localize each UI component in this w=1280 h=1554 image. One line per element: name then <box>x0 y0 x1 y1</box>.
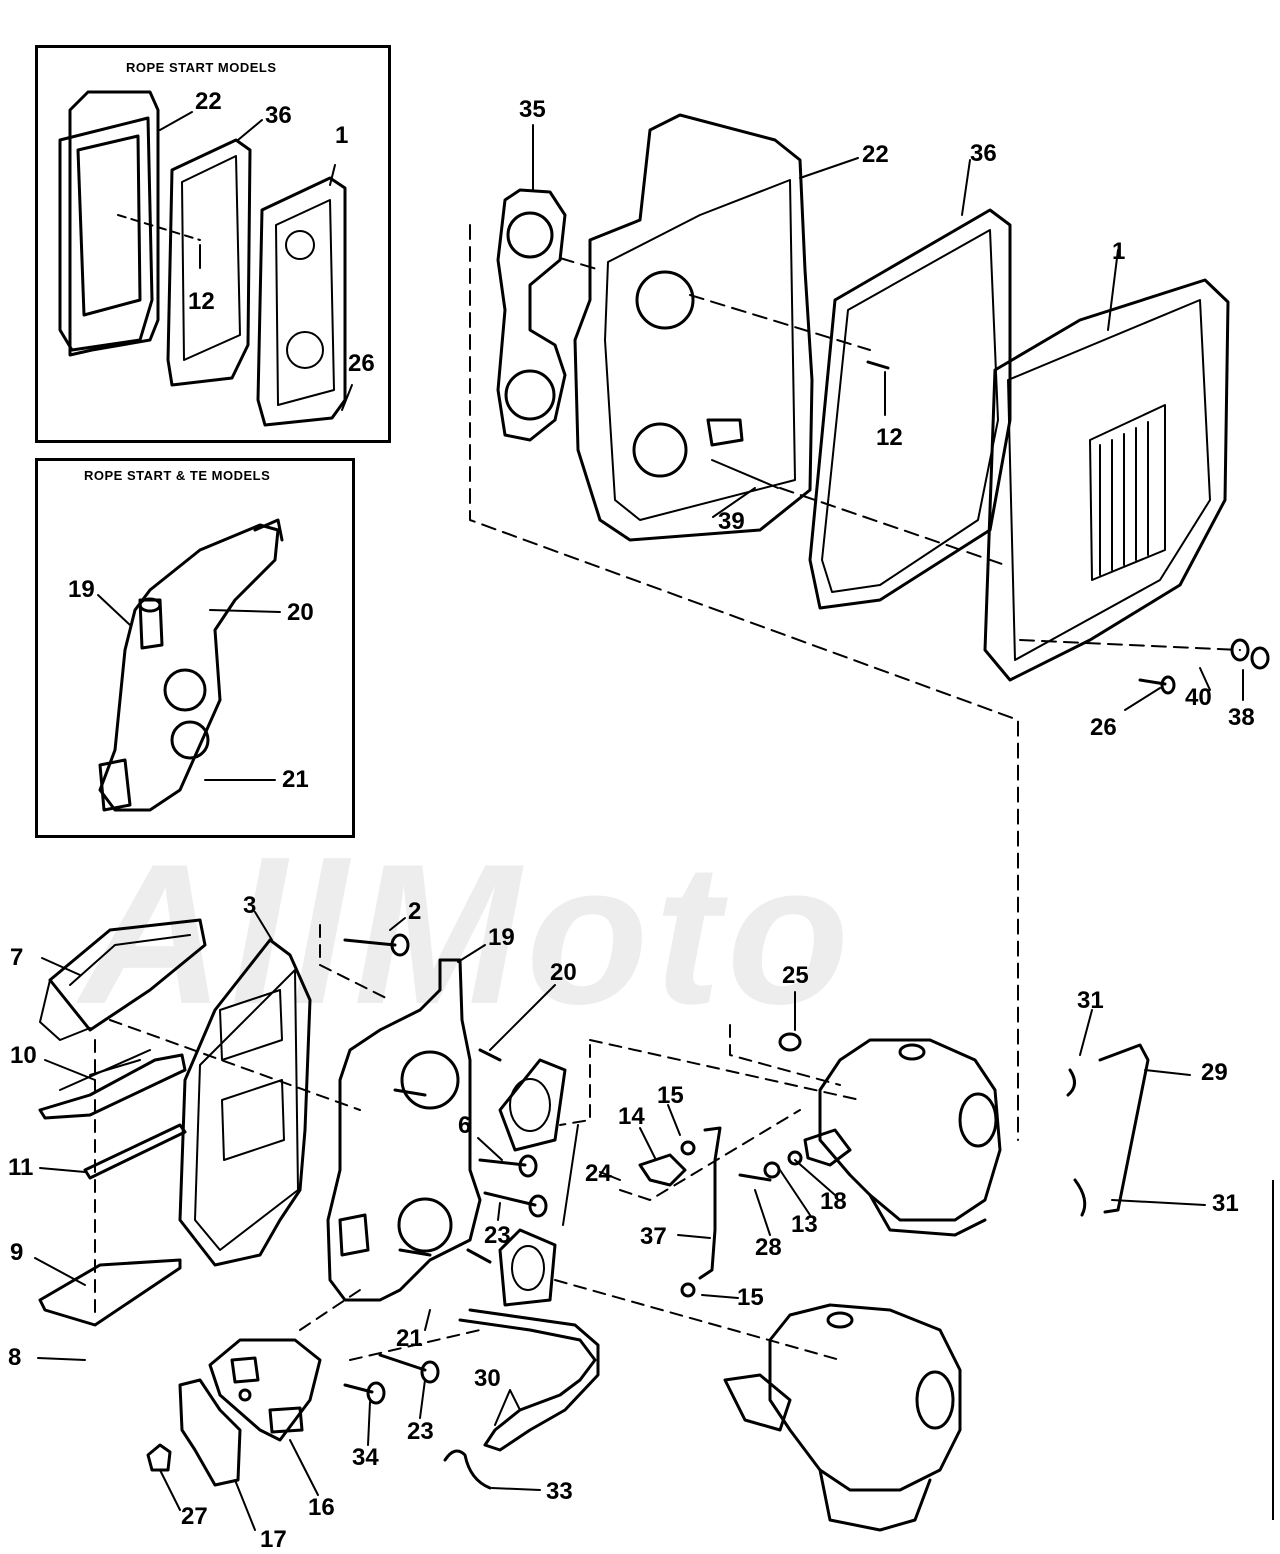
callout-19: 19 <box>488 924 515 951</box>
screw-27 <box>146 1443 172 1472</box>
inset-rope-start <box>35 45 391 443</box>
clamp-16 <box>208 1338 322 1442</box>
callout-29: 29 <box>1201 1059 1228 1086</box>
adapter-19 <box>326 958 482 1302</box>
carburetor-upper <box>738 1032 1002 1237</box>
main-bottom-leaders <box>34 911 1206 1531</box>
callout-26-inset1: 26 <box>348 350 375 377</box>
clip-33 <box>443 1449 492 1490</box>
callout-17: 17 <box>260 1526 287 1553</box>
inset-rope-start-title: ROPE START MODELS <box>126 60 277 75</box>
callout-22: 22 <box>862 141 889 168</box>
hose-30 <box>458 1308 600 1452</box>
linkage-14-37 <box>638 1126 722 1298</box>
callout-20-inset2: 20 <box>287 599 314 626</box>
callout-22-inset1: 22 <box>195 88 222 115</box>
callout-6: 6 <box>458 1112 472 1139</box>
callout-37: 37 <box>640 1223 667 1250</box>
callout-23-upper: 23 <box>484 1222 511 1249</box>
callout-40: 40 <box>1185 684 1212 711</box>
callout-23-lower: 23 <box>407 1418 434 1445</box>
callout-13: 13 <box>791 1211 818 1238</box>
gasket-17 <box>178 1378 242 1487</box>
callout-28: 28 <box>755 1234 782 1261</box>
callout-15-bottom: 15 <box>737 1284 764 1311</box>
main-bottom-dashes <box>94 924 861 1361</box>
main-top-dashes <box>469 224 1241 1141</box>
callout-1: 1 <box>1112 238 1126 265</box>
callout-19-inset2: 19 <box>68 576 95 603</box>
main-top-leaders <box>532 124 1244 711</box>
callout-35: 35 <box>519 96 546 123</box>
inset1-leaders <box>117 111 353 411</box>
callout-27: 27 <box>181 1503 208 1530</box>
page-edge-rule <box>1272 1180 1274 1520</box>
inset2-leaders <box>97 594 281 781</box>
reed-10 <box>38 1049 187 1120</box>
callout-20: 20 <box>550 959 577 986</box>
cover-1 <box>983 278 1230 682</box>
callout-25: 25 <box>782 962 809 989</box>
callout-2: 2 <box>408 898 422 925</box>
callout-34: 34 <box>352 1444 379 1471</box>
gasket-36 <box>808 208 1012 610</box>
gasket-3 <box>178 938 312 1267</box>
callout-21-inset2: 21 <box>282 766 309 793</box>
callout-1-inset1: 1 <box>335 122 349 149</box>
callout-39: 39 <box>718 508 745 535</box>
callout-9: 9 <box>10 1239 24 1266</box>
callout-33: 33 <box>546 1478 573 1505</box>
callout-31-top: 31 <box>1077 987 1104 1014</box>
inset2-adapter <box>98 518 284 812</box>
callout-14: 14 <box>618 1103 645 1130</box>
inset1-cover <box>256 176 347 427</box>
callout-26: 26 <box>1090 714 1117 741</box>
plate-9 <box>38 1258 182 1327</box>
callout-30: 30 <box>474 1365 501 1392</box>
callout-36: 36 <box>970 140 997 167</box>
callout-10: 10 <box>10 1042 37 1069</box>
bolts-6-23-34 <box>343 933 548 1405</box>
callout-18: 18 <box>820 1188 847 1215</box>
callout-3: 3 <box>243 892 257 919</box>
callout-16: 16 <box>308 1494 335 1521</box>
carburetor-lower <box>723 1303 962 1532</box>
callout-21: 21 <box>396 1325 423 1352</box>
reed-stop-11 <box>83 1123 187 1180</box>
inset1-cover-housing <box>58 90 160 357</box>
callout-12: 12 <box>876 424 903 451</box>
callout-11: 11 <box>8 1154 34 1181</box>
reed-block-7 <box>39 918 207 1041</box>
callout-7: 7 <box>10 944 24 971</box>
cable-29-31 <box>1066 1043 1150 1217</box>
callout-31-bottom: 31 <box>1212 1190 1239 1217</box>
gasket-35 <box>496 188 567 442</box>
inset-rope-start-te <box>35 458 355 838</box>
gasket-24 <box>498 1058 567 1307</box>
callout-15-top: 15 <box>657 1082 684 1109</box>
inset1-gasket <box>166 138 252 387</box>
callout-8: 8 <box>8 1344 22 1371</box>
inset-rope-start-te-title: ROPE START & TE MODELS <box>84 468 271 483</box>
housing-22 <box>573 113 814 542</box>
callout-38: 38 <box>1228 704 1255 731</box>
main-top-fasteners <box>866 360 1270 695</box>
callout-12-inset1: 12 <box>188 288 215 315</box>
callout-24: 24 <box>585 1160 612 1187</box>
callout-36-inset1: 36 <box>265 102 292 129</box>
